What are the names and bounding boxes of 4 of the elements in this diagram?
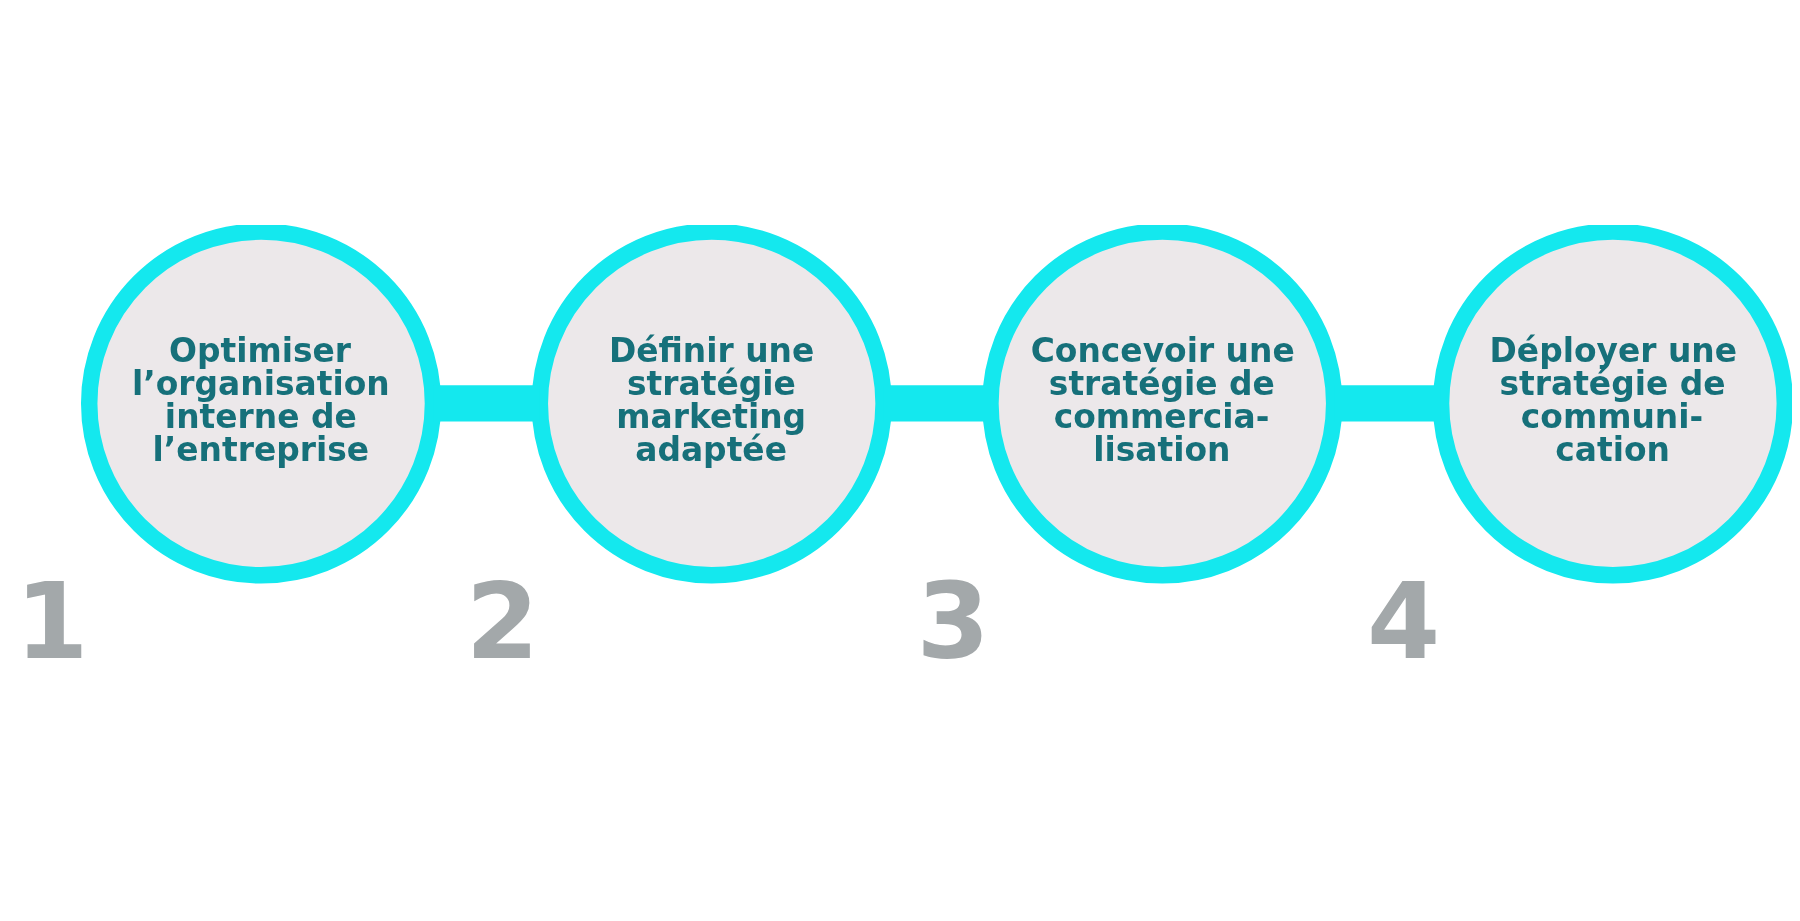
node-circle: Optimiser l’organisation interne de l’entreprise [81, 224, 442, 584]
node-circle: Déployer une stratégie de communi- cation [1432, 224, 1792, 584]
node-circle: Définir une stratégie marketing adaptée [531, 224, 892, 584]
node-circle: Concevoir une stratégie de commercia- lisation [982, 224, 1343, 584]
